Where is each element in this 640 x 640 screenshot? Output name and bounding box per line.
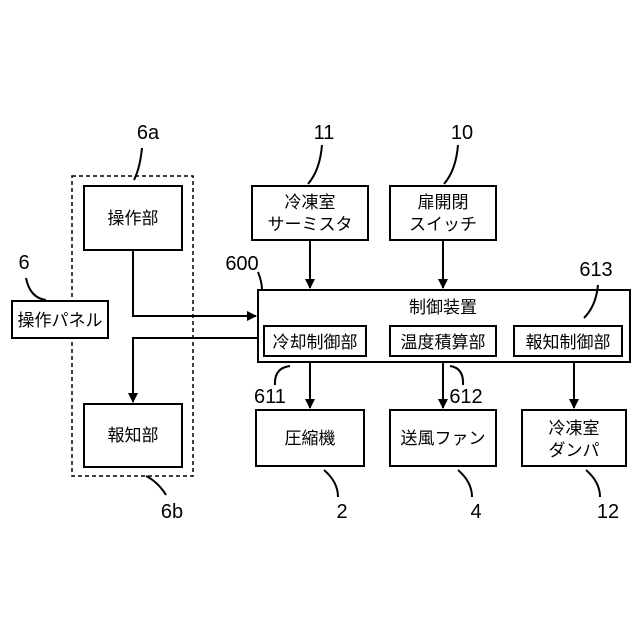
cooling-control-label: 冷却制御部 bbox=[273, 333, 358, 353]
compressor-label: 圧縮機 bbox=[285, 429, 336, 449]
freezer-damper-label-line1: 冷凍室 bbox=[549, 419, 600, 439]
notification-unit-label: 報知部 bbox=[108, 426, 159, 446]
ref-12: 12 bbox=[597, 501, 619, 523]
leader-6b bbox=[146, 476, 166, 495]
leader-11 bbox=[308, 145, 322, 184]
control-device-label: 制御装置 bbox=[409, 298, 477, 318]
temperature-integration-label: 温度積算部 bbox=[401, 333, 486, 353]
ref-10: 10 bbox=[451, 122, 473, 144]
ref-6a: 6a bbox=[137, 122, 160, 144]
ref-613: 613 bbox=[579, 259, 612, 281]
freezer-damper-label-line2: ダンパ bbox=[549, 441, 600, 461]
leader-612 bbox=[450, 366, 463, 385]
freezer-thermistor-label-line1: 冷凍室 bbox=[285, 193, 336, 213]
ref-600: 600 bbox=[225, 253, 258, 275]
ref-4: 4 bbox=[470, 501, 481, 523]
leader-6a bbox=[134, 148, 142, 180]
operation-unit-label: 操作部 bbox=[108, 209, 159, 229]
control-to-notification-arrow bbox=[133, 338, 258, 402]
ref-611: 611 bbox=[254, 386, 286, 408]
freezer-thermistor-label-line2: サーミスタ bbox=[268, 215, 353, 235]
leader-10 bbox=[444, 145, 458, 184]
ref-6: 6 bbox=[18, 252, 29, 274]
door-switch-label-line2: スイッチ bbox=[409, 215, 477, 235]
leader-2 bbox=[324, 470, 338, 497]
notification-control-label: 報知制御部 bbox=[526, 333, 611, 353]
blower-fan-label: 送風ファン bbox=[401, 429, 486, 449]
ref-6b: 6b bbox=[161, 501, 183, 523]
door-switch-label-line1: 扉開閉 bbox=[418, 193, 469, 213]
ref-612: 612 bbox=[449, 386, 482, 408]
leader-6 bbox=[26, 278, 46, 300]
leader-4 bbox=[458, 470, 472, 497]
ref-11: 11 bbox=[314, 122, 335, 144]
ref-2: 2 bbox=[336, 501, 347, 523]
operation-panel-label: 操作パネル bbox=[18, 311, 103, 331]
leader-12 bbox=[586, 470, 600, 497]
leader-611 bbox=[275, 366, 290, 385]
